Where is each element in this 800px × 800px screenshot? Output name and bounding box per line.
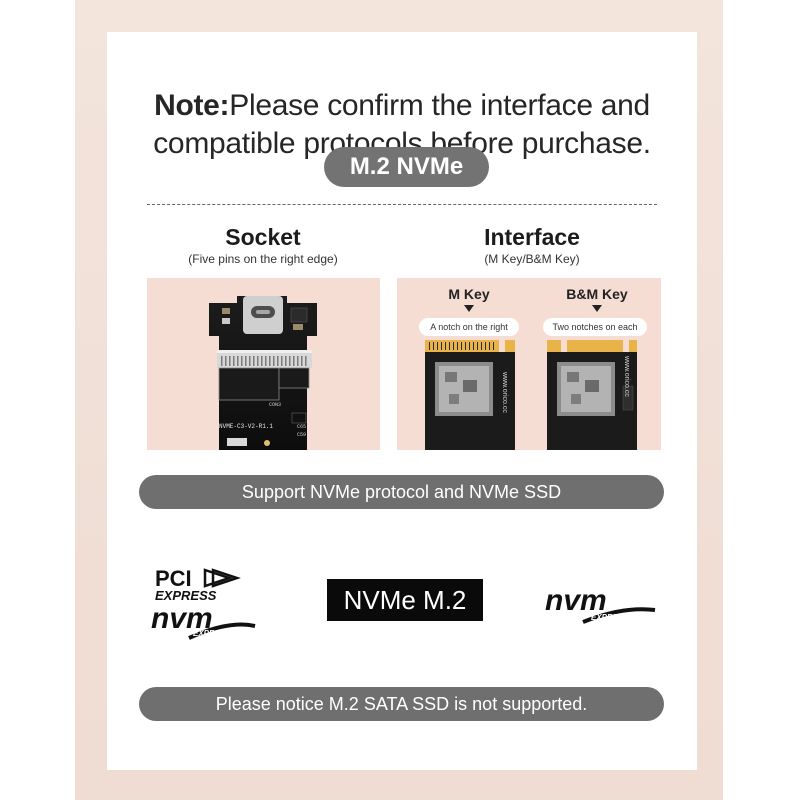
note-text-1: Please confirm the interface and: [229, 89, 650, 122]
pci-express-nvm-logo: PCI EXPRESS nvm EXPRESS: [149, 562, 279, 642]
m2-nvme-badge: M.2 NVMe: [324, 147, 489, 187]
nvm-express-logo: nvm EXPRESS: [543, 580, 663, 630]
m-key-brand-text: www.orico.cc: [501, 371, 508, 413]
silk-label-c59: C59: [297, 432, 306, 438]
sata-notice-bar: Please notice M.2 SATA SSD is not suppor…: [139, 687, 664, 721]
silk-label-c65: C65: [297, 424, 306, 430]
silk-label-con3: CON3: [269, 402, 281, 408]
interface-subtitle: (M Key/B&M Key): [484, 252, 580, 266]
pci-express-text: EXPRESS: [155, 588, 217, 603]
nvm-logo-text: nvm: [151, 602, 213, 635]
m-key-label: M Key: [448, 286, 490, 302]
nvm-express-text-2: EXPRESS: [591, 613, 629, 622]
nvm-logo-text-2: nvm: [545, 584, 607, 617]
board-model-label: NVME-C3-V2-R1.1: [219, 423, 273, 430]
purchase-note: Note:Please confirm the interface and co…: [107, 87, 697, 163]
bm-key-brand-text: www.orico.cc: [623, 355, 630, 397]
nvme-m2-logo: NVMe M.2: [327, 579, 483, 621]
socket-title: Socket: [225, 224, 301, 250]
pci-arrow-icon: [203, 568, 241, 588]
m-key-arrow-icon: [464, 305, 474, 312]
nvme-m2-logo-text: NVMe M.2: [343, 585, 467, 615]
nvme-adapter-board-image: NVME-C3-V2-R1.1 CON3 C65 C59: [209, 296, 317, 450]
bm-key-ssd-image: www.orico.cc: [547, 340, 637, 450]
pci-text: PCI: [155, 566, 192, 591]
bm-key-arrow-icon: [592, 305, 602, 312]
m-key-ssd-image: www.orico.cc: [425, 340, 515, 450]
nvm-express-text: EXPRESS: [193, 629, 231, 638]
note-line-1: Note:Please confirm the interface and: [107, 87, 697, 125]
interface-title: Interface: [484, 224, 580, 250]
note-label: Note:: [154, 89, 230, 122]
bm-key-label: B&M Key: [566, 286, 628, 302]
product-card: Note:Please confirm the interface and co…: [107, 32, 697, 770]
m-key-note: A notch on the right edge: [419, 318, 519, 350]
bm-key-note: Two notches on each edge: [543, 318, 647, 350]
interface-image-panel: M Key A notch on the right edge B&M Key …: [397, 278, 661, 450]
nvm-swoosh-icon-2: [582, 607, 656, 624]
socket-subtitle: (Five pins on the right edge): [188, 252, 338, 266]
socket-image-panel: NVME-C3-V2-R1.1 CON3 C65 C59: [147, 278, 380, 450]
support-nvme-bar: Support NVMe protocol and NVMe SSD: [139, 475, 664, 509]
nvm-swoosh-icon: [188, 622, 256, 640]
ssd-keys-image: www.orico.cc www.orico.cc: [425, 340, 637, 450]
dashed-divider: [147, 204, 657, 205]
